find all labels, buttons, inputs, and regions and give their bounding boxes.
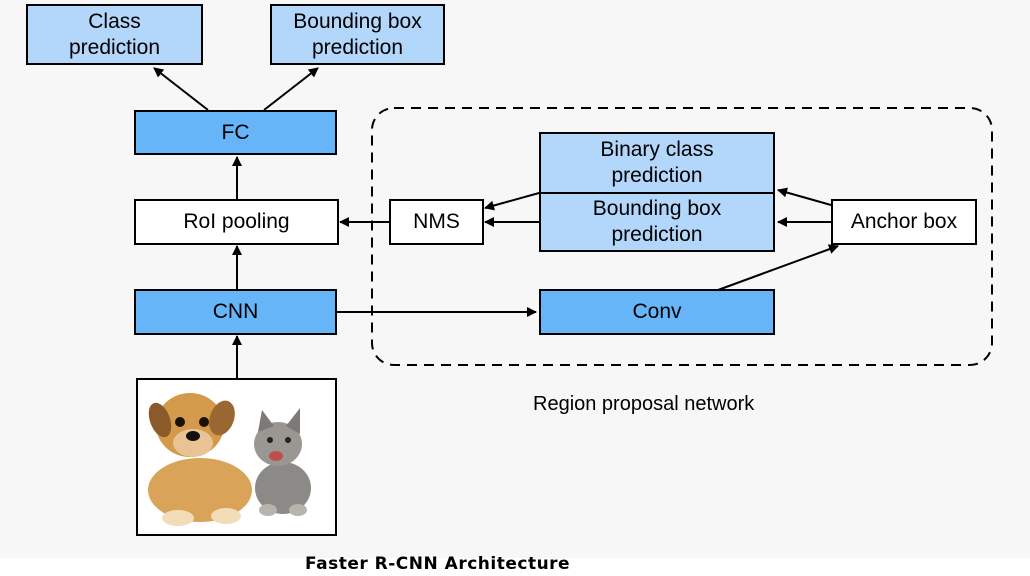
- diagram-caption: Faster R-CNN Architecture: [305, 554, 571, 574]
- arrow-fc-to-bbox: [263, 67, 319, 111]
- class-prediction-label: Class prediction: [68, 9, 161, 59]
- arrow-binary-to-nms: [484, 192, 540, 211]
- bbox-prediction-rpn-label: Bounding box prediction: [592, 197, 722, 246]
- dog-and-kitten-illustration: [138, 380, 335, 534]
- diagram-connectors: [153, 67, 993, 378]
- class-prediction-box: Class prediction: [26, 4, 203, 65]
- cnn-label: CNN: [212, 300, 259, 323]
- bbox-prediction-top-box: Bounding box prediction: [270, 4, 445, 65]
- fc-label: FC: [221, 120, 250, 144]
- anchor-box-box: Anchor box: [831, 199, 977, 245]
- anchor-box-label: Anchor box: [850, 210, 958, 233]
- conv-label: Conv: [632, 300, 682, 323]
- bbox-prediction-rpn-box: Bounding box prediction: [539, 192, 775, 252]
- nms-box: NMS: [389, 199, 484, 245]
- cnn-box: CNN: [134, 289, 337, 335]
- arrow-conv-to-anchor: [717, 244, 839, 291]
- input-image: [136, 378, 337, 536]
- nms-label: NMS: [413, 210, 460, 233]
- roi-pooling-label: RoI pooling: [183, 210, 290, 233]
- binary-class-prediction-box: Binary class prediction: [539, 132, 775, 194]
- rpn-region: [371, 107, 993, 366]
- arrow-fc-to-class: [153, 67, 209, 111]
- bbox-prediction-top-label: Bounding box prediction: [293, 9, 422, 59]
- conv-box: Conv: [539, 289, 775, 335]
- binary-class-prediction-label: Binary class prediction: [600, 138, 714, 187]
- roi-pooling-box: RoI pooling: [134, 199, 339, 245]
- arrow-anchor-to-binary: [777, 187, 832, 206]
- fc-box: FC: [134, 110, 337, 155]
- rpn-label: Region proposal network: [533, 393, 755, 415]
